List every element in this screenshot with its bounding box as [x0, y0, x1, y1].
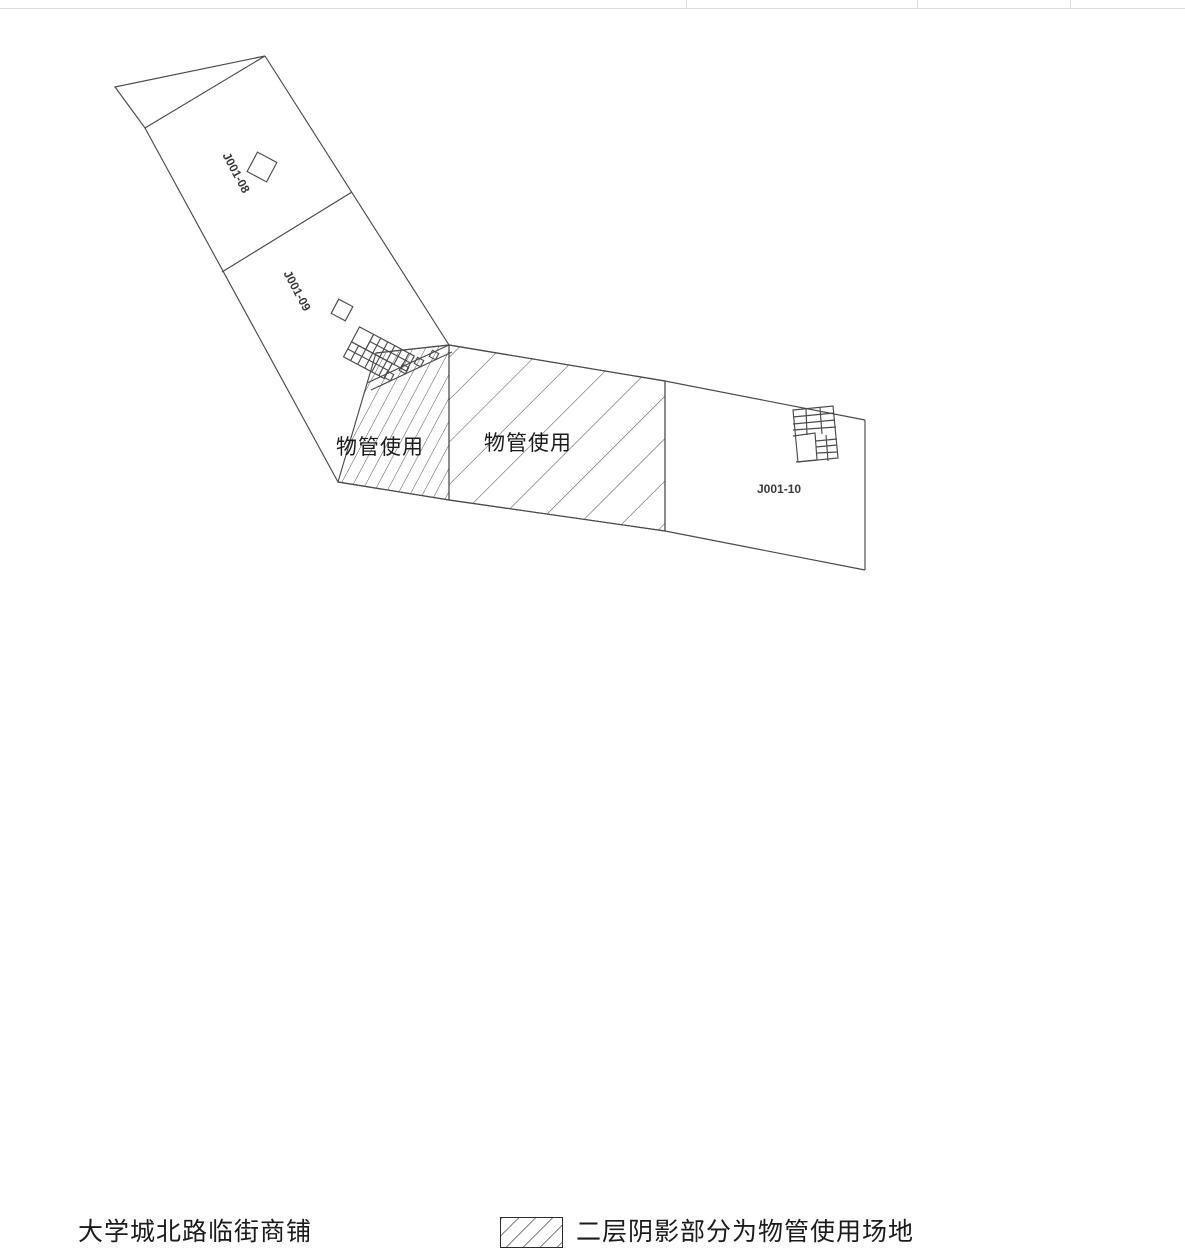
room-code-j001-10: J001-10 — [757, 482, 802, 496]
shaded-area-main — [448, 344, 666, 532]
hatch-swatch-fill — [501, 1218, 562, 1247]
shaded-area-label-main: 物管使用 — [484, 431, 572, 455]
railing-run — [366, 344, 453, 391]
hatch-swatch — [500, 1217, 563, 1248]
stair-upper-wing — [342, 326, 416, 380]
shaded-area-left — [337, 344, 450, 501]
shaded-area-label-left: 物管使用 — [336, 435, 424, 459]
legend-title: 大学城北路临街商铺 — [78, 1217, 313, 1246]
column-symbol — [330, 298, 354, 322]
legend: 大学城北路临街商铺 二层阴影部分为物管使用场地 — [0, 600, 1185, 1248]
stair-j001-10 — [792, 405, 839, 463]
floor-plan-drawing — [114, 55, 866, 571]
column-symbol — [246, 151, 278, 183]
upper-wing-outline — [114, 55, 450, 483]
top-table-rule — [0, 0, 1185, 9]
legend-note: 二层阴影部分为物管使用场地 — [576, 1217, 915, 1246]
